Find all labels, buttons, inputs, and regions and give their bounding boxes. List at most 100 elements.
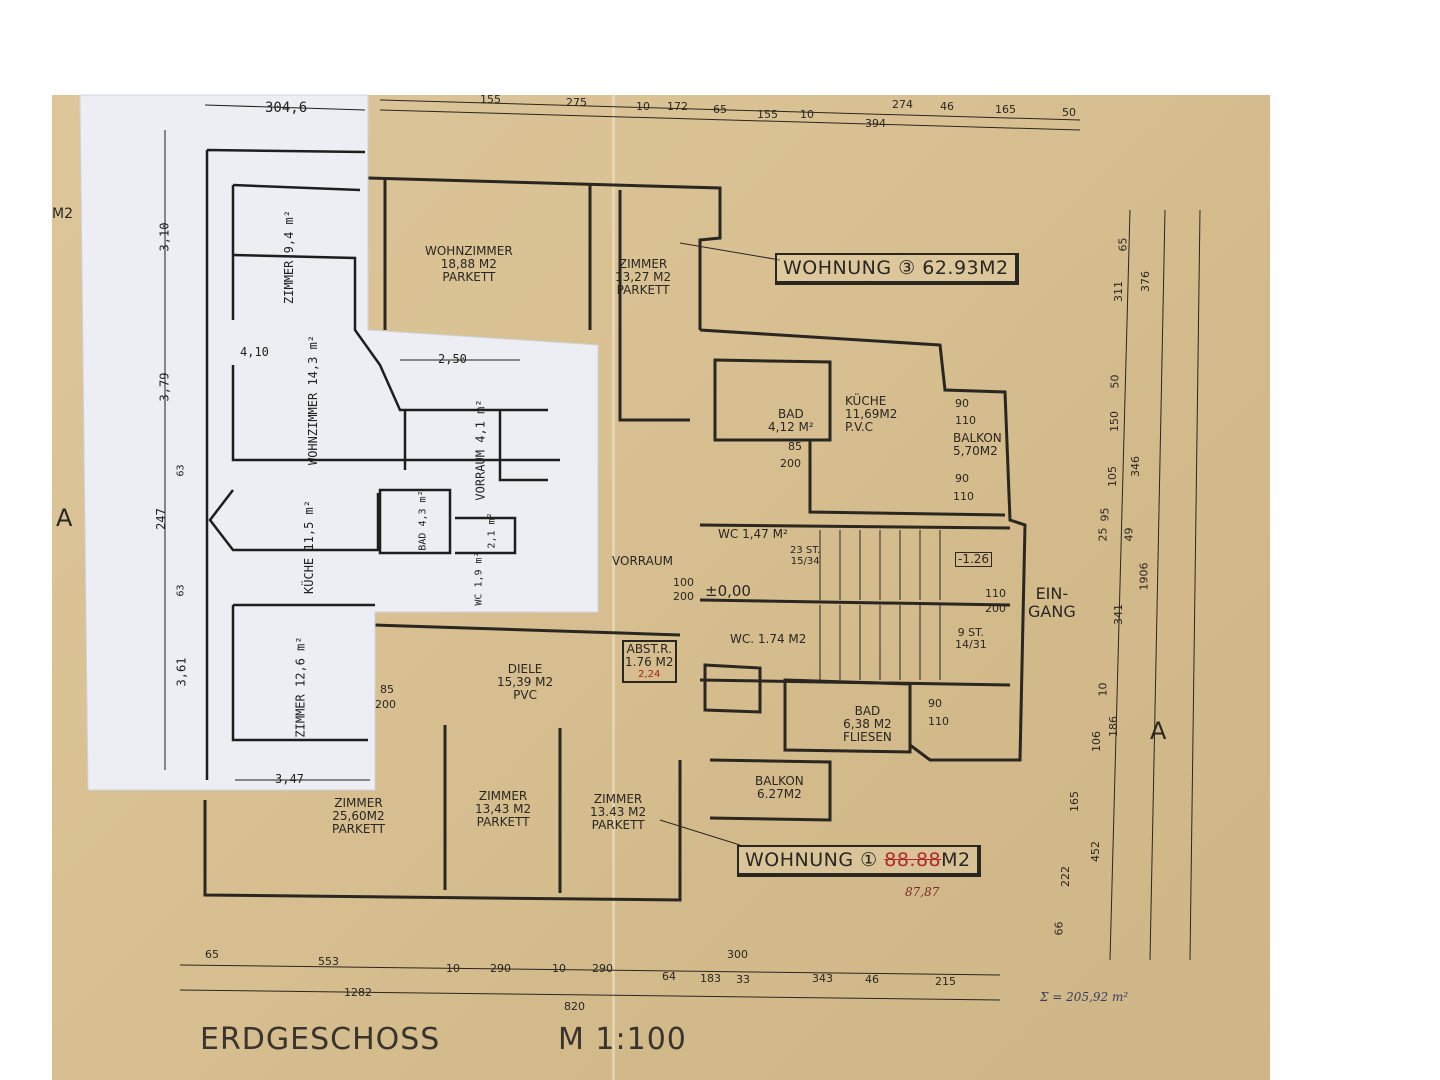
- dim-bottom: 65: [205, 948, 219, 961]
- edge-label: M2: [52, 206, 73, 222]
- dim-bottom: 290: [592, 962, 613, 975]
- overlay-paper: [79, 94, 599, 791]
- room-name: BAD: [417, 532, 429, 551]
- overlay-wall-bad: [378, 488, 452, 555]
- room-floor: P.V.C: [845, 420, 874, 435]
- room-area: 1.74 M2: [757, 632, 807, 646]
- opening-dim: 90: [955, 472, 969, 485]
- dim-bottom: 64: [662, 970, 676, 983]
- opening-dim: 200: [780, 457, 801, 470]
- opening-dim: 110: [955, 414, 976, 427]
- opening-dim: 100: [673, 576, 694, 589]
- overlay-room-vorraum-2: 2,1 m²: [487, 512, 498, 548]
- unit-number: ③: [898, 257, 916, 279]
- room-label-wc-1: WC 1,47 M²: [718, 527, 788, 541]
- room-area: 5,70M2: [953, 444, 998, 459]
- stair-ratio: 15/34: [790, 556, 820, 567]
- stair-treads: [819, 530, 941, 680]
- room-name: ABST.R.: [626, 642, 672, 656]
- overlay-room-kueche: KÜCHE 11,5 m²: [302, 500, 316, 594]
- dim-bottom: 10: [446, 962, 460, 975]
- room-name: KÜCHE: [845, 394, 887, 408]
- room-area: 4,12 M²: [768, 420, 814, 435]
- dim-top: 65: [713, 103, 727, 116]
- room-area: 25,60M2: [332, 809, 385, 824]
- total-area-note: Σ = 205,92 m²: [1040, 990, 1129, 1004]
- balcony-lower: [709, 758, 832, 822]
- dim-top: 275: [566, 96, 587, 109]
- overlay-wall-zimmer2: [231, 603, 375, 742]
- room-name: ZIMMER: [593, 792, 643, 806]
- stair-count: 9 ST.: [957, 626, 985, 639]
- room-floor: PARKETT: [476, 815, 530, 830]
- paper-fold: [612, 95, 615, 1080]
- unit-area-struck: 88.88: [884, 849, 942, 871]
- opening-dim: 200: [985, 602, 1006, 615]
- dim-line-top: [379, 99, 1081, 131]
- room-area: 15,39 M2: [497, 675, 554, 690]
- room-area: 9,4 m²: [281, 210, 296, 254]
- stair-ratio: 14/31: [955, 638, 987, 652]
- overlay-wall-kueche: [208, 489, 380, 552]
- room-name: EIN-: [1035, 584, 1069, 603]
- room-name: VORRAUM: [473, 450, 488, 501]
- dim-top: 274: [892, 98, 913, 111]
- dim-line-bottom: [179, 964, 1001, 1001]
- room-floor: PARKETT: [616, 283, 670, 298]
- room-name: BALKON: [755, 774, 804, 788]
- stair-count: 23 ST.: [790, 545, 821, 556]
- room-name: WC: [473, 593, 485, 606]
- dim-top: 172: [667, 100, 688, 113]
- outer-wall-top: [367, 176, 722, 330]
- room-name: WOHNZIMMER: [425, 244, 513, 258]
- opening-dim: 200: [673, 590, 694, 603]
- dim-top: 155: [480, 93, 501, 106]
- opening-dim: 85: [788, 440, 802, 453]
- room-area: 13,43 M2: [475, 802, 532, 817]
- overlay-dim: 3,61: [174, 657, 189, 687]
- room-floor: FLIESEN: [843, 730, 892, 745]
- plan-scale: M 1:100: [558, 1022, 687, 1057]
- dim-top: 394: [865, 117, 886, 130]
- room-area: 1.76 M2: [625, 655, 674, 670]
- room-name: WOHNZIMMER: [306, 392, 321, 466]
- overlay-outer-wall: [205, 148, 366, 780]
- room-area: 1,9 m²: [473, 551, 485, 588]
- dim-bottom: 1282: [344, 986, 372, 999]
- room-name: DIELE: [507, 662, 543, 676]
- room-floor: PARKETT: [591, 818, 645, 833]
- stair-up: 23 ST.15/34: [790, 545, 820, 567]
- dim-top: 46: [940, 100, 954, 113]
- level-ground: ±0,00: [705, 582, 751, 600]
- opening-dim: 90: [928, 697, 942, 710]
- overlay-wall-zimmer1: [232, 253, 548, 412]
- room-area: 6,38 M2: [843, 717, 892, 732]
- unit-label: WOHNUNG: [783, 257, 892, 279]
- unit-3-label: WOHNUNG ③ 62.93M2: [775, 253, 1019, 285]
- bath-wall: [713, 358, 832, 442]
- overlay-room-zimmer-2: ZIMMER 12,6 m²: [294, 636, 308, 737]
- arrow-unit3: [679, 242, 781, 261]
- arrow-unit1: [659, 819, 741, 846]
- room-area: 12,6 m²: [293, 636, 308, 687]
- room-area: 11,5 m²: [301, 500, 316, 551]
- dim-top: 165: [995, 103, 1016, 116]
- overlay-room-vorraum: VORRAUM 4,1 m²: [474, 399, 488, 500]
- room-floor: PARKETT: [332, 822, 385, 837]
- dim-bottom: 46: [865, 973, 879, 986]
- overlay-room-bad: BAD 4,3 m²: [418, 490, 429, 550]
- unit-1-area-corrected: 87,87: [905, 885, 940, 899]
- room-floor: PARKETT: [442, 270, 496, 285]
- room-name: BALKON: [953, 431, 1002, 445]
- room-name: WC: [718, 527, 739, 541]
- dim-bottom: 553: [318, 955, 339, 968]
- room-area: 13,27 M2: [615, 270, 672, 285]
- room-name: ZIMMER: [293, 694, 308, 738]
